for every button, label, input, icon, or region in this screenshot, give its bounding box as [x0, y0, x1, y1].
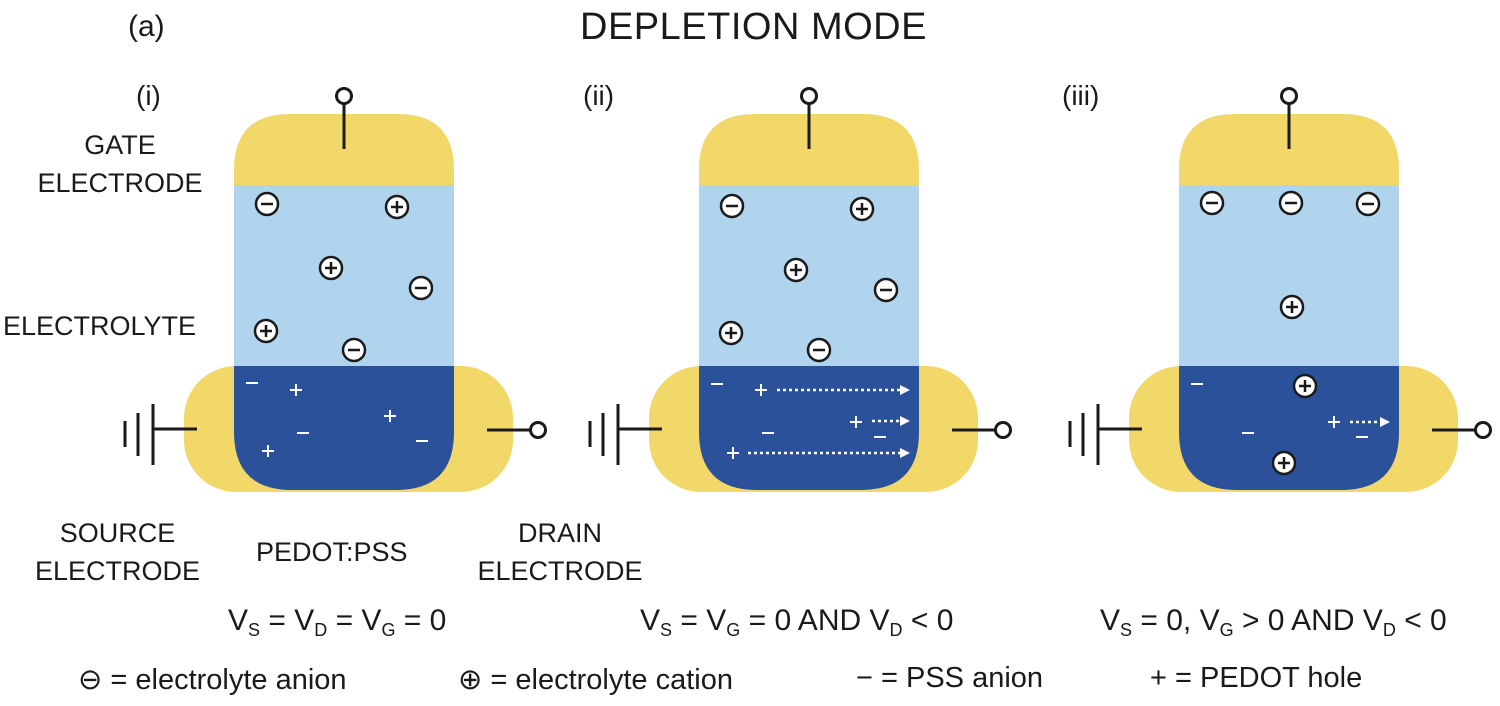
legend-pss: − = PSS anion	[856, 662, 1044, 694]
drain-electrode-label: DRAIN ELECTRODE	[465, 514, 655, 590]
gate-label-line2: ELECTRODE	[37, 168, 203, 198]
gate-electrode	[234, 114, 454, 186]
condition-i: VS = VD = VG = 0	[228, 604, 447, 640]
legend-cation-symbol: ⊕	[458, 664, 483, 696]
electrolyte-region	[1179, 185, 1399, 366]
condition-iii: VS = 0, VG > 0 AND VD < 0	[1100, 604, 1447, 640]
pedot-pss-channel	[234, 366, 454, 490]
drain-terminal-node	[994, 421, 1012, 439]
gate-electrode	[1179, 114, 1399, 186]
legend-hole: + = PEDOT hole	[1150, 662, 1363, 694]
panel-iii	[1068, 87, 1492, 492]
panel-label-iii: (iii)	[1062, 80, 1100, 111]
pedot-pss-channel	[1179, 366, 1399, 490]
pedot-pss-label: PEDOT:PSS	[256, 537, 408, 567]
source-label-line2: ELECTRODE	[34, 556, 201, 586]
source-label-line1: SOURCE	[59, 518, 176, 548]
diagram-title: DEPLETION MODE	[580, 6, 927, 48]
gate-terminal-node	[800, 87, 818, 105]
panel-ii	[588, 87, 1012, 492]
figure-label: (a)	[128, 10, 165, 43]
gate-electrode	[699, 114, 919, 186]
drain-label-line2: ELECTRODE	[477, 556, 643, 586]
drain-terminal-node	[529, 421, 547, 439]
drain-label-line1: DRAIN	[517, 518, 602, 548]
gate-terminal-node	[1280, 87, 1298, 105]
source-electrode-label: SOURCE ELECTRODE	[20, 514, 215, 590]
legend-hole-symbol: +	[1150, 662, 1167, 694]
panel-label-i: (i)	[136, 80, 161, 111]
panel-i	[123, 87, 547, 492]
panel-label-ii: (ii)	[583, 80, 615, 111]
legend-anion: ⊖ = electrolyte anion	[78, 664, 347, 696]
legend-anion-symbol: ⊖	[78, 664, 103, 696]
electrolyte-label: ELECTROLYTE	[3, 311, 197, 341]
condition-ii: VS = VG = 0 AND VD < 0	[640, 604, 954, 640]
drain-terminal-node	[1474, 421, 1492, 439]
gate-terminal-node	[335, 87, 353, 105]
legend-cation: ⊕ = electrolyte cation	[458, 664, 733, 696]
pedot-pss-channel	[699, 366, 919, 490]
legend-pss-symbol: −	[856, 662, 873, 694]
gate-label-line1: GATE	[84, 130, 156, 160]
gate-electrode-label: GATE ELECTRODE	[20, 126, 220, 202]
